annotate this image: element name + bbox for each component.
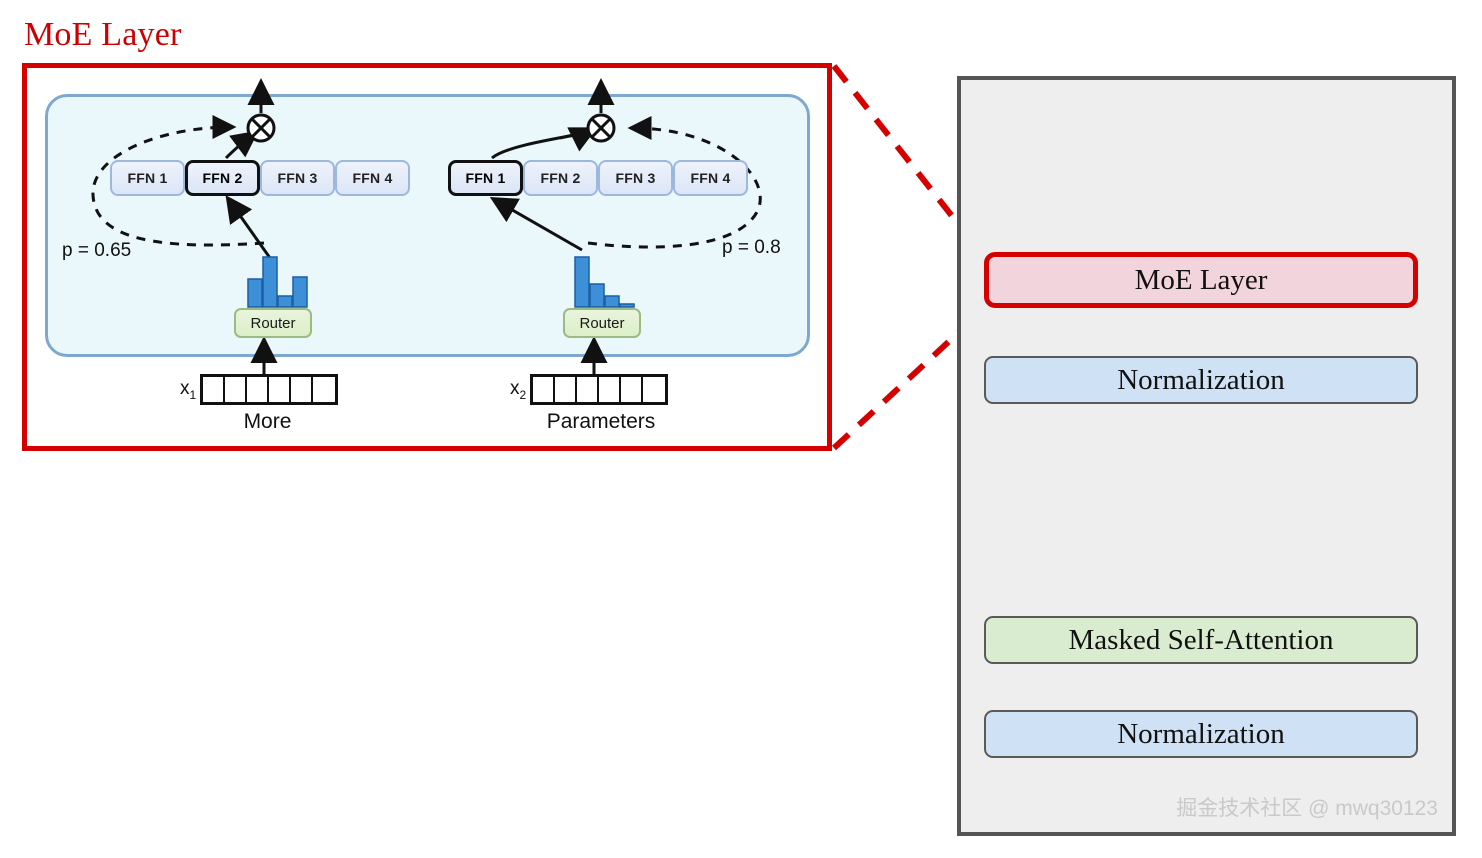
token-x1: x1 bbox=[180, 374, 339, 405]
probability-g1: p = 0.65 bbox=[62, 240, 132, 261]
token-x1-caption: More bbox=[243, 410, 292, 433]
token-x1-sub: 1 bbox=[189, 387, 197, 402]
transformer-block-panel: 掘金技术社区 @ mwq30123 bbox=[957, 76, 1456, 836]
moe-layer-card bbox=[45, 94, 810, 357]
expert-ffn-2-g2[interactable]: FFN 2 bbox=[523, 160, 598, 196]
token-x2-label: x2 bbox=[510, 377, 527, 402]
block-moe-layer[interactable]: MoE Layer bbox=[984, 252, 1418, 308]
expert-ffn-2-g1[interactable]: FFN 2 bbox=[185, 160, 260, 196]
token-x1-label: x1 bbox=[180, 377, 197, 402]
router-g1[interactable]: Router bbox=[234, 308, 312, 338]
page-title: MoE Layer bbox=[24, 16, 182, 53]
expert-ffn-4-g1[interactable]: FFN 4 bbox=[335, 160, 410, 196]
expert-ffn-3-g2[interactable]: FFN 3 bbox=[598, 160, 673, 196]
token-x2-cells bbox=[530, 374, 669, 405]
block-normalization-top[interactable]: Normalization bbox=[984, 356, 1418, 404]
expert-ffn-4-g2[interactable]: FFN 4 bbox=[673, 160, 748, 196]
block-normalization-bottom[interactable]: Normalization bbox=[984, 710, 1418, 758]
expert-ffn-1-g1[interactable]: FFN 1 bbox=[110, 160, 185, 196]
token-x2: x2 bbox=[510, 374, 669, 405]
token-x2-sub: 2 bbox=[519, 387, 527, 402]
expert-ffn-1-g2[interactable]: FFN 1 bbox=[448, 160, 523, 196]
expert-ffn-3-g1[interactable]: FFN 3 bbox=[260, 160, 335, 196]
watermark: 掘金技术社区 @ mwq30123 bbox=[1176, 797, 1438, 820]
router-g2[interactable]: Router bbox=[563, 308, 641, 338]
probability-g2: p = 0.8 bbox=[722, 237, 781, 258]
token-x1-cells bbox=[200, 374, 339, 405]
block-masked-self-attention[interactable]: Masked Self-Attention bbox=[984, 616, 1418, 664]
token-x2-caption: Parameters bbox=[546, 410, 656, 433]
